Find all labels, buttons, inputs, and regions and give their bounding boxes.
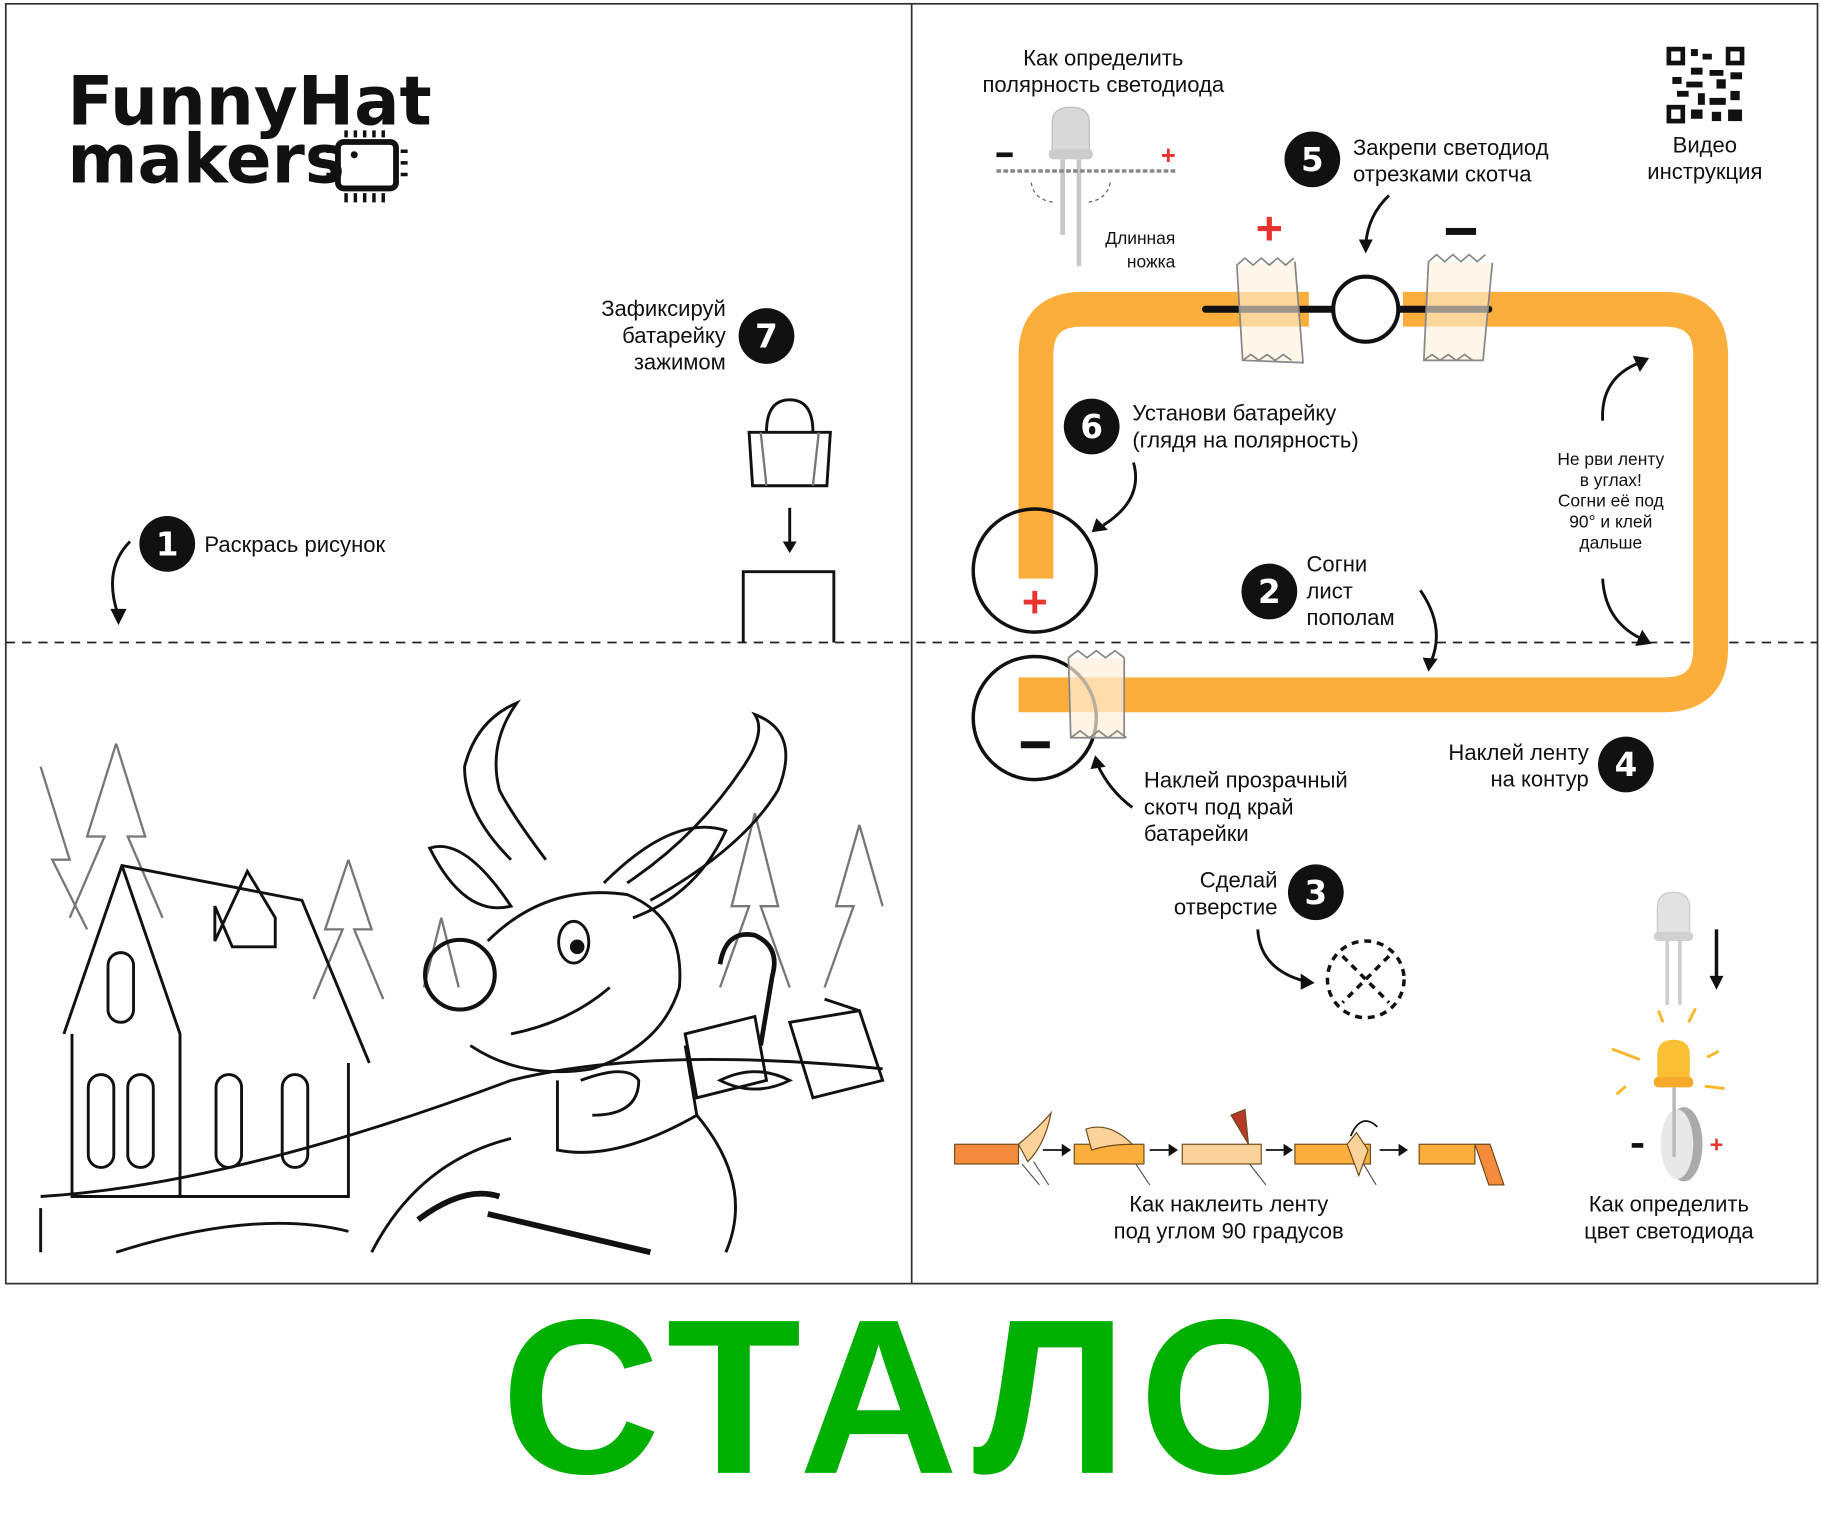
svg-text:2: 2 [1258, 573, 1281, 611]
svg-text:цвет светодиода: цвет светодиода [1584, 1218, 1754, 1243]
svg-text:1: 1 [156, 525, 179, 563]
arrow-icon [111, 540, 132, 617]
svg-text:Установи батарейку: Установи батарейку [1132, 401, 1336, 426]
svg-text:makers: makers [67, 120, 345, 199]
svg-text:+: + [1710, 1131, 1724, 1157]
led-icon [1048, 106, 1093, 267]
svg-text:Зафиксируй: Зафиксируй [601, 296, 726, 321]
led-polarity: Как определить полярность светодиода + Д… [982, 45, 1224, 271]
svg-text:3: 3 [1304, 874, 1327, 912]
svg-text:+: + [1161, 142, 1176, 170]
house [62, 863, 371, 1198]
tape-note: Наклей прозрачный скотч под край батарей… [1090, 755, 1348, 846]
battery-area: + [971, 507, 1128, 782]
tape-circuit [1018, 291, 1729, 713]
svg-text:батарейки: батарейки [1144, 821, 1249, 846]
step-2: 2 Согни лист пополам [1241, 552, 1438, 672]
svg-text:Наклей ленту: Наклей ленту [1448, 740, 1588, 765]
svg-text:скотч под край: скотч под край [1144, 794, 1294, 819]
step-3: 3 Сделай отверстие [1174, 864, 1406, 1020]
svg-text:Наклей прозрачный: Наклей прозрачный [1144, 768, 1348, 793]
tape-steps-illustration: Как наклеить ленту под углом 90 градусов [954, 1108, 1505, 1243]
svg-text:Не рви ленту: Не рви ленту [1557, 449, 1664, 469]
svg-text:на контур: на контур [1490, 767, 1588, 792]
svg-text:пополам: пополам [1307, 605, 1395, 630]
chip-icon [326, 130, 408, 203]
svg-text:(глядя на полярность): (глядя на полярность) [1132, 427, 1358, 452]
step-6: 6 Установи батарейку (глядя на полярност… [1063, 398, 1359, 533]
svg-text:7: 7 [755, 318, 778, 356]
svg-text:батарейку: батарейку [622, 323, 726, 348]
funnyhat-logo: FunnyHat makers [67, 62, 432, 203]
svg-text:отрезками скотча: отрезками скотча [1353, 161, 1532, 186]
hill [40, 1058, 883, 1198]
svg-text:6: 6 [1080, 408, 1103, 446]
tree-icon [39, 743, 884, 1000]
minus-sign [1445, 227, 1477, 235]
video-label: Видео [1673, 132, 1737, 157]
svg-text:зажимом: зажимом [634, 350, 726, 375]
svg-text:Сделай: Сделай [1200, 868, 1278, 893]
corner-note: Не рви ленту в углах! Согни её под 90° и… [1557, 355, 1665, 647]
svg-text:Закрепи светодиод: Закрепи светодиод [1353, 135, 1549, 160]
svg-text:дальше: дальше [1579, 532, 1642, 552]
svg-text:в углах!: в углах! [1580, 470, 1642, 490]
hole-icon [1325, 939, 1406, 1020]
svg-text:Как определить: Как определить [1589, 1192, 1749, 1217]
step-7: 7 Зафиксируй батарейку зажимом [601, 296, 836, 643]
plus-sign: + [1022, 578, 1048, 627]
svg-text:Как наклеить ленту: Как наклеить ленту [1129, 1192, 1328, 1217]
battery-slot [741, 570, 836, 643]
step-5: 5 Закрепи светодиод отрезками скотча [1284, 131, 1549, 254]
led-color-illustration: + Как определить цвет светодиода [1584, 891, 1754, 1243]
minus-sign [996, 152, 1013, 158]
svg-text:Согни её под: Согни её под [1558, 491, 1664, 511]
svg-text:полярность светодиода: полярность светодиода [982, 72, 1224, 97]
svg-text:FunnyHat: FunnyHat [67, 62, 431, 141]
plus-sign: + [1256, 202, 1283, 254]
reindeer [370, 699, 788, 1256]
binder-clip-icon [747, 398, 832, 488]
coloring-picture [39, 699, 885, 1256]
svg-text:Раскрась рисунок: Раскрась рисунок [204, 532, 385, 557]
svg-text:под углом 90 градусов: под углом 90 градусов [1114, 1218, 1344, 1243]
svg-text:5: 5 [1301, 141, 1324, 179]
gifts [683, 932, 885, 1100]
video-qr-code[interactable] [1666, 46, 1745, 124]
svg-text:90° и клей: 90° и клей [1569, 512, 1652, 532]
svg-text:Согни: Согни [1307, 552, 1368, 577]
minus-sign [1631, 1143, 1644, 1148]
svg-text:лист: лист [1307, 578, 1353, 603]
step-4: 4 Наклей ленту на контур [1448, 736, 1654, 793]
svg-text:ножка: ножка [1127, 251, 1176, 271]
svg-text:Длинная: Длинная [1105, 228, 1175, 248]
circuit-led: + [1201, 202, 1494, 364]
svg-text:4: 4 [1615, 746, 1638, 784]
svg-text:Как определить: Как определить [1023, 45, 1183, 70]
minus-sign [1020, 741, 1050, 749]
step-1: 1 Раскрась рисунок [110, 515, 386, 626]
svg-text:отверстие: отверстие [1174, 894, 1278, 919]
svg-text:инструкция: инструкция [1647, 159, 1762, 184]
banner-title: СТАЛО [501, 1273, 1322, 1520]
